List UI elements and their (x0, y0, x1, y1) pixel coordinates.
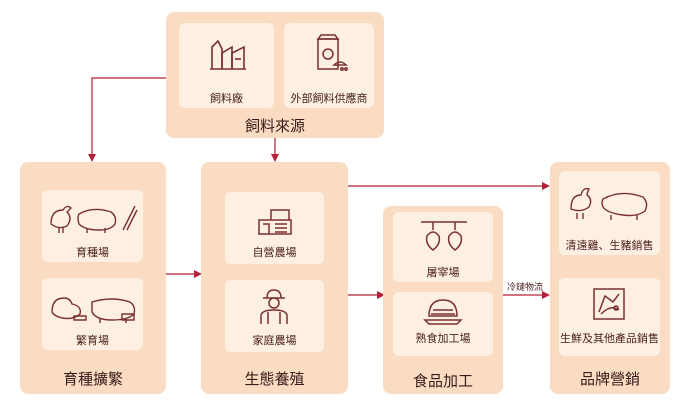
breeding-group: 育種場 繁育場 育種擴繁 (20, 162, 166, 394)
breeding-farm-card: 育種場 (42, 190, 143, 262)
slaughterhouse-card: 屠宰場 (393, 212, 493, 282)
chicken-pig-dna-icon (47, 200, 139, 234)
cold-chain-label: 冷鏈物流 (507, 280, 543, 293)
chicken-pig-sales-label: 清遠雞、生豬銷售 (559, 237, 660, 253)
breeding-title: 育種擴繁 (20, 368, 166, 389)
multiplication-farm-card: 繁育場 (42, 278, 143, 350)
roast-chicken-icon (423, 298, 463, 326)
cooked-food-label: 熟食加工場 (393, 330, 493, 346)
external-feed-label: 外部飼料供應商 (284, 90, 374, 106)
feed-source-title: 飼料來源 (166, 115, 384, 136)
multiplication-farm-label: 繁育場 (42, 332, 143, 348)
factory-icon (209, 35, 247, 71)
feed-factory-label: 飼料廠 (179, 90, 274, 106)
chicken-pig-sales-card: 清遠雞、生豬銷售 (559, 171, 660, 255)
barn-icon (257, 206, 293, 236)
own-farm-label: 自營農場 (225, 244, 324, 260)
brand-title: 品牌營銷 (550, 368, 670, 389)
family-farm-label: 家庭農場 (225, 332, 324, 348)
farming-title: 生態養殖 (201, 368, 348, 389)
breeding-farm-label: 育種場 (42, 244, 143, 260)
hen-sow-icon (48, 290, 138, 324)
fresh-products-label: 生鮮及其他產品銷售 (559, 330, 660, 346)
family-farm-card: 家庭農場 (225, 280, 324, 352)
farmer-icon (257, 288, 291, 326)
chicken-pig-icon (567, 185, 653, 221)
slaughter-hooks-icon (419, 218, 469, 258)
own-farm-card: 自營農場 (225, 192, 324, 264)
processing-group: 屠宰場 熟食加工場 食品加工 (383, 206, 503, 394)
farming-group: 自營農場 家庭農場 生態養殖 (201, 162, 348, 394)
feed-bag-icon (312, 33, 350, 73)
external-feed-card: 外部飼料供應商 (284, 23, 374, 108)
feed-factory-card: 飼料廠 (179, 23, 274, 108)
cooked-food-card: 熟食加工場 (393, 292, 493, 356)
processing-title: 食品加工 (383, 370, 503, 391)
brand-group: 清遠雞、生豬銷售 生鮮及其他產品銷售 品牌營銷 (550, 162, 670, 394)
arrow-feed-to-breeding (92, 78, 166, 160)
fresh-products-card: 生鮮及其他產品銷售 (559, 278, 660, 356)
slaughterhouse-label: 屠宰場 (393, 264, 493, 280)
feed-source-group: 飼料廠 外部飼料供應商 飼料來源 (166, 12, 384, 138)
fresh-product-icon (591, 286, 627, 322)
